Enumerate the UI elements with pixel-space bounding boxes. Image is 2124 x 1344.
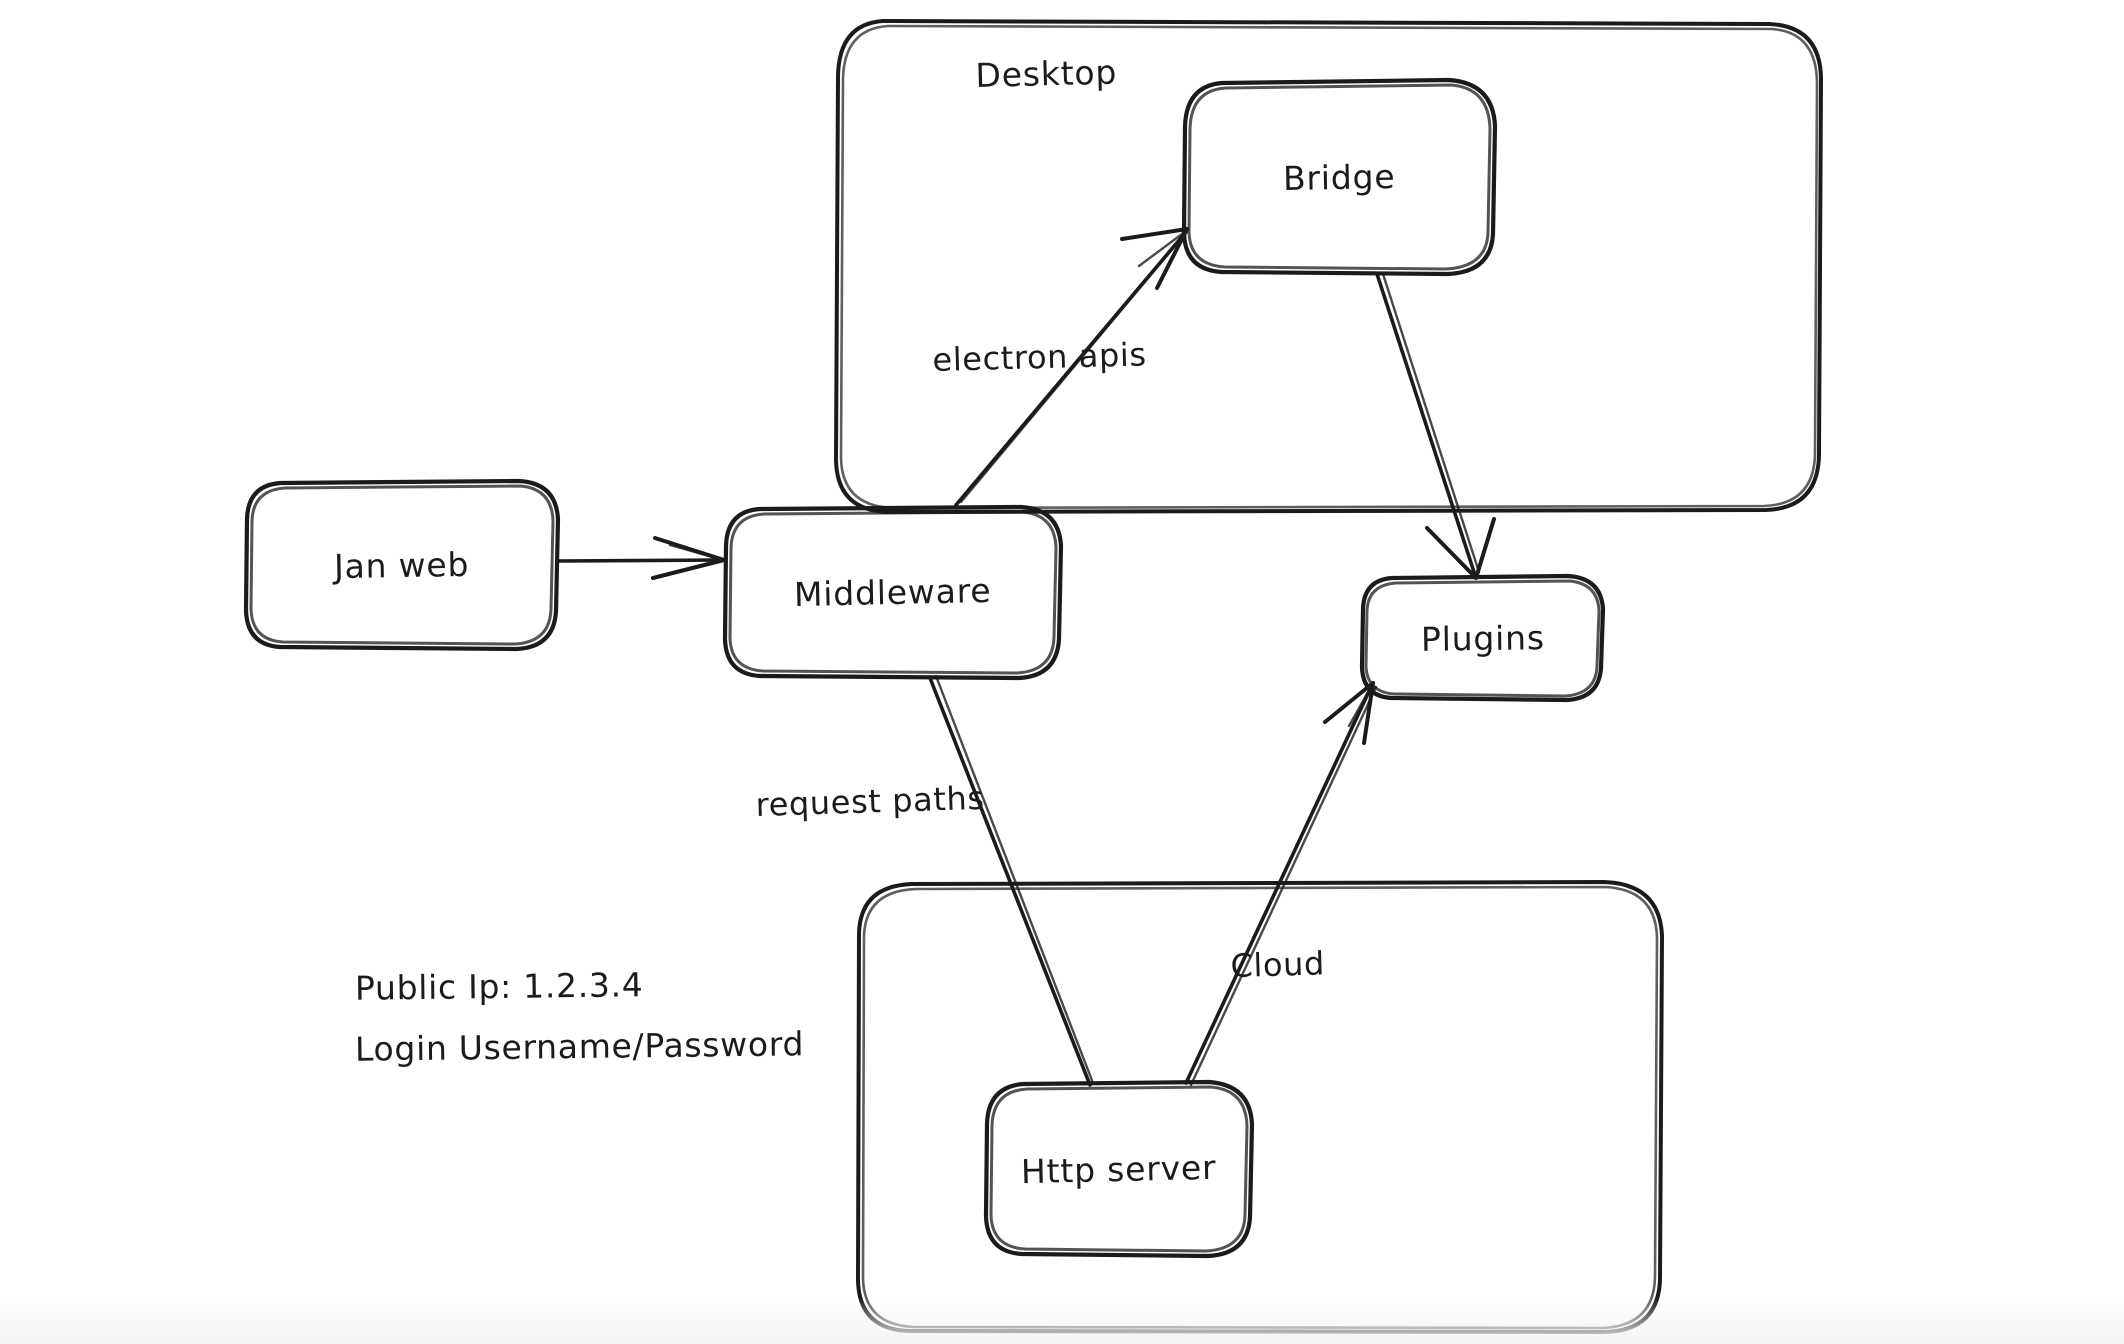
node-jan-web-shape <box>243 478 561 652</box>
node-bridge-shape <box>1181 77 1498 277</box>
node-middleware-label: Middleware <box>793 570 993 615</box>
group-desktop-container <box>834 19 1823 514</box>
edge-middleware-bridge <box>954 227 1189 507</box>
note-login-credentials: Login Username/Password <box>354 1024 805 1069</box>
node-bridge[interactable]: Bridge <box>1184 80 1495 274</box>
group-title-desktop: Desktop <box>975 52 1118 95</box>
edge-label-request-paths: request paths <box>755 778 986 824</box>
node-middleware-shape <box>722 504 1064 681</box>
edge-label-cloud: Cloud <box>1230 944 1326 985</box>
edge-httpserver-plugins <box>1184 681 1378 1087</box>
edge-janweb-middleware <box>556 536 726 580</box>
node-middleware[interactable]: Middleware <box>725 507 1061 678</box>
node-plugins-shape <box>1359 573 1606 703</box>
node-plugins-label: Plugins <box>1420 617 1545 659</box>
node-http-server-shape <box>983 1079 1255 1259</box>
edge-middleware-httpserver <box>928 674 1095 1087</box>
edge-bridge-plugins <box>1375 272 1496 580</box>
node-http-server-label: Http server <box>1020 1147 1218 1191</box>
edge-label-electron-apis: electron apis <box>932 335 1148 379</box>
node-jan-web-label: Jan web <box>334 544 470 586</box>
node-plugins[interactable]: Plugins <box>1362 576 1603 700</box>
node-bridge-label: Bridge <box>1282 156 1397 198</box>
node-http-server[interactable]: Http server <box>986 1082 1252 1256</box>
note-public-ip: Public Ip: 1.2.3.4 <box>354 965 644 1008</box>
node-jan-web[interactable]: Jan web <box>246 481 558 649</box>
